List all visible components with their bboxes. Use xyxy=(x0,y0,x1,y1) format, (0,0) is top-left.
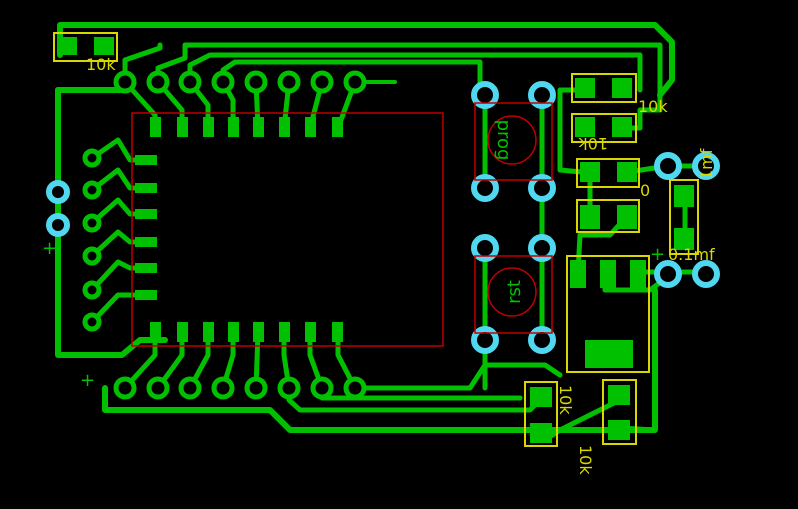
module-pads-bottom xyxy=(150,322,343,342)
resistor-r4: 0 xyxy=(576,158,650,200)
cap-mid-label: 0.1mf xyxy=(668,245,715,264)
button-prog-label: prog xyxy=(493,120,514,161)
r5-label: 10k xyxy=(556,385,575,415)
r3-label: 10k xyxy=(578,134,608,153)
r2-label: 10k xyxy=(638,97,668,116)
vias xyxy=(46,81,720,354)
regulator xyxy=(566,255,650,373)
resistor-r5: 10k xyxy=(524,381,575,447)
button-rst-label: rst xyxy=(504,280,525,304)
r4-label: 0 xyxy=(640,181,650,200)
button-prog: prog xyxy=(474,102,553,181)
plus-bottom: + xyxy=(80,370,95,391)
resistor-r6: 10k xyxy=(576,379,637,475)
resistor-r2: 10k xyxy=(571,73,668,116)
capacitor-1mf: 1mf 0.1mf xyxy=(668,148,716,264)
button-rst: rst xyxy=(474,255,553,334)
header-bottom xyxy=(113,376,367,400)
plus-left: + xyxy=(42,238,57,259)
header-top xyxy=(113,70,367,94)
resistor-r3: 10k xyxy=(571,113,637,153)
cap-top-label: 1mf xyxy=(697,148,716,180)
resistor-r7 xyxy=(576,199,640,233)
module-pads-left xyxy=(135,155,157,300)
plus-right: + xyxy=(650,244,665,265)
r1-label: 10k xyxy=(86,55,116,74)
module-pads-top xyxy=(150,117,343,137)
header-left xyxy=(82,148,102,332)
r6-label: 10k xyxy=(576,445,595,475)
wifi-module-outline xyxy=(131,112,444,347)
resistor-r1: 10k xyxy=(53,32,118,74)
